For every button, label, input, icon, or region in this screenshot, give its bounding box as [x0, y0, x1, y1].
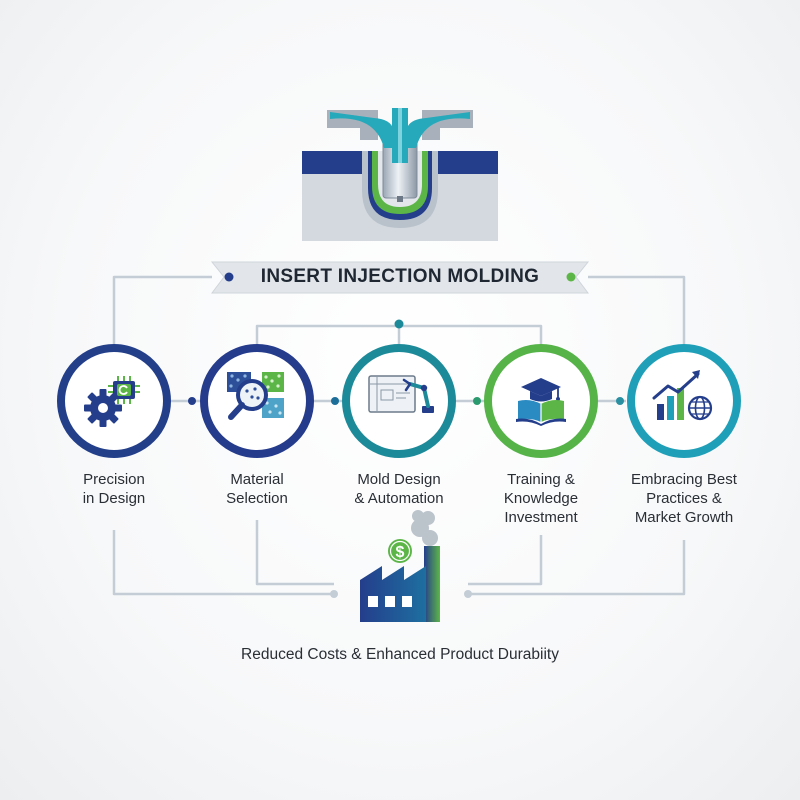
step-circle-material-selection	[200, 344, 314, 458]
banner-dot-left	[224, 272, 234, 282]
step-label-mold-design: Mold Design & Automation	[354, 471, 444, 507]
banner-dot-right	[566, 272, 576, 282]
connector-dots	[188, 319, 624, 598]
svg-text:$: $	[396, 544, 405, 561]
step-label-best-practices: Embracing Best Practices & Market Growth	[631, 471, 737, 526]
step-circle-training-knowledge	[484, 344, 598, 458]
step-circle-precision-design	[57, 344, 171, 458]
connector-lines	[112, 275, 686, 596]
page-title: INSERT INJECTION MOLDING	[260, 266, 540, 287]
step-label-training: Training & Knowledge Investment	[503, 471, 579, 526]
gear-chip-icon	[84, 376, 140, 427]
step-circle-mold-design-automation	[342, 344, 456, 458]
step-label-precision-design: Precision in Design	[82, 471, 146, 507]
mold-cross-section-icon	[302, 108, 498, 241]
growth-chart-globe-icon	[652, 370, 713, 421]
magnifier-texture-icon	[227, 372, 284, 420]
graduation-book-icon	[516, 378, 566, 426]
title-banner	[210, 261, 590, 294]
factory-dollar-icon: $	[360, 510, 440, 622]
outcome-label: Reduced Costs & Enhanced Product Durabii…	[241, 646, 559, 663]
step-circle-best-practices-growth	[627, 344, 741, 458]
step-label-material-selection: Material Selection	[226, 471, 288, 507]
robot-arm-blueprint-icon	[368, 375, 434, 413]
